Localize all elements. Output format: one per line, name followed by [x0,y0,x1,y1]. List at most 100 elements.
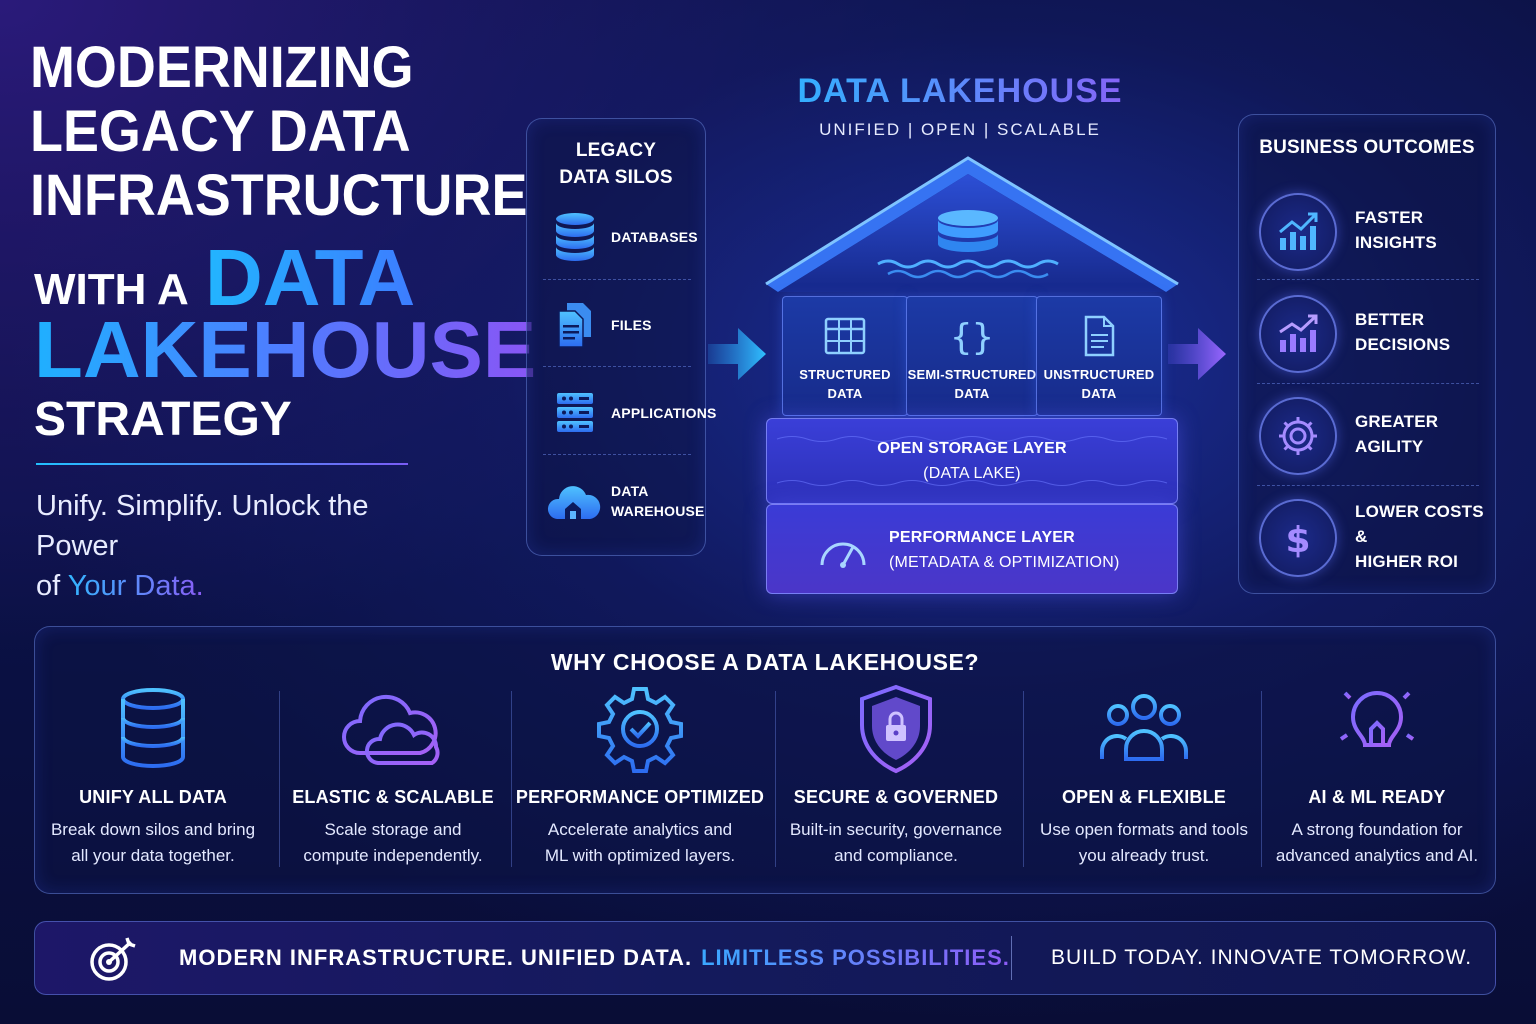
why-choose-panel: WHY CHOOSE A DATA LAKEHOUSE? UNIFY ALL D… [34,626,1496,894]
database-icon [556,213,594,261]
feature-divider [279,691,280,867]
open-storage-layer: OPEN STORAGE LAYER (DATA LAKE) [766,418,1178,504]
silo-files: FILES [541,289,693,361]
outcome-divider [1257,279,1479,280]
banner-left-highlight: LIMITLESS POSSIBILITIES. [701,945,1010,970]
tagline-highlight: Your Data. [67,570,204,602]
title-with-a: WITH A [34,265,189,314]
title-strategy: STRATEGY [34,393,292,446]
feature-open: OPEN & FLEXIBLE Use open formats and too… [1029,683,1259,883]
banner-right-text: BUILD TODAY. INNOVATE TOMORROW. [1051,946,1473,969]
bottom-banner: MODERN INFRASTRUCTURE. UNIFIED DATA.LIMI… [34,921,1496,995]
data-type-label: STRUCTURED DATA [783,365,907,403]
page-title: MODERNIZING LEGACY DATA INFRASTRUCTURE [30,36,527,228]
outcome-line: DECISIONS [1355,335,1451,354]
arrow-right-icon [1168,328,1226,380]
svg-text:{}: {} [950,317,993,358]
outcomes-title: BUSINESS OUTCOMES [1259,137,1475,158]
gear-icon [1279,417,1317,455]
braces-icon: {} [950,317,993,358]
feature-title: PERFORMANCE OPTIMIZED [515,787,765,807]
feature-divider [1023,691,1024,867]
database-icon [121,688,185,768]
feature-desc-line: ML with optimized layers. [544,846,736,865]
data-type-line: STRUCTURED [799,367,891,382]
layer-line: OPEN STORAGE LAYER [877,440,1067,457]
silo-databases: DATABASES [541,201,698,273]
gear-check-icon [597,687,683,773]
feature-desc-line: and compliance. [834,846,958,865]
silo-label: APPLICATIONS [611,405,717,421]
feature-title: ELASTIC & SCALABLE [292,787,494,807]
layer-line: (METADATA & OPTIMIZATION) [889,554,1120,571]
chart-trend-icon [1279,314,1318,352]
layer-line: (DATA LAKE) [923,465,1021,482]
silo-divider [543,454,691,455]
outcome-item: $ LOWER COSTS & HIGHER ROI [1255,493,1485,583]
warehouse-cloud-icon [547,486,601,519]
title-accent-lakehouse: LAKEHOUSE [34,305,537,394]
outcome-label: BETTER DECISIONS [1355,289,1450,375]
title-line: LEGACY DATA [30,99,411,164]
chart-up-icon [1279,212,1318,250]
title-line: INFRASTRUCTURE [30,163,528,228]
title-accent-data: DATA [205,233,416,322]
banner-divider [1011,936,1012,980]
legacy-silos-panel: LEGACY DATA SILOS DATABASES FILES [526,118,716,556]
silo-label: DATABASES [611,229,698,245]
shield-lock-icon [860,684,932,774]
feature-desc-line: Built-in security, governance [789,820,1003,839]
feature-desc-line: Use open formats and tools [1040,820,1248,839]
outcome-line: FASTER [1355,208,1424,227]
silo-divider [543,279,691,280]
outcome-icon-circle [1259,193,1337,271]
silo-applications: APPLICATIONS [541,377,716,449]
performance-layer: PERFORMANCE LAYER (METADATA & OPTIMIZATIO… [766,504,1178,594]
outcome-line: AGILITY [1355,437,1424,456]
outcome-divider [1257,485,1479,486]
feature-desc-line: Break down silos and bring [50,820,256,839]
data-type-line: UNSTRUCTURED [1043,367,1155,382]
feature-desc: Use open formats and tools you already tr… [1029,817,1259,869]
outcome-item: BETTER DECISIONS [1255,289,1485,379]
feature-desc-line: you already trust. [1078,846,1210,865]
feature-desc-line: all your data together. [71,846,235,865]
legacy-silos-title: LEGACY DATA SILOS [527,137,705,191]
lakehouse-subtitle: UNIFIED | OPEN | SCALABLE [819,120,1101,139]
outcome-divider [1257,383,1479,384]
feature-desc-line: advanced analytics and AI. [1275,846,1479,865]
feature-title: OPEN & FLEXIBLE [1061,787,1226,807]
tagline-line-1: Unify. Simplify. Unlock the Power [36,490,369,562]
feature-performance: PERFORMANCE OPTIMIZED Accelerate analyti… [515,683,765,883]
outcome-line: BETTER [1355,310,1425,329]
server-icon [557,393,593,432]
outcome-icon-circle: $ [1259,499,1337,577]
layer-line: PERFORMANCE LAYER [889,529,1075,546]
tagline-prefix: of [36,570,61,602]
outcome-line: HIGHER ROI [1355,551,1459,571]
users-icon [1100,694,1188,761]
wave-pattern [776,436,1168,486]
feature-desc-line: Scale storage and [324,820,462,839]
outcome-line: LOWER COSTS & [1355,501,1484,546]
feature-title: SECURE & GOVERNED [793,787,999,807]
feature-title: AI & ML READY [1308,787,1446,807]
feature-divider [1261,691,1262,867]
feature-desc: Built-in security, governance and complia… [779,817,1013,869]
why-title: WHY CHOOSE A DATA LAKEHOUSE? [550,649,980,675]
data-type-line: DATA [827,386,863,401]
